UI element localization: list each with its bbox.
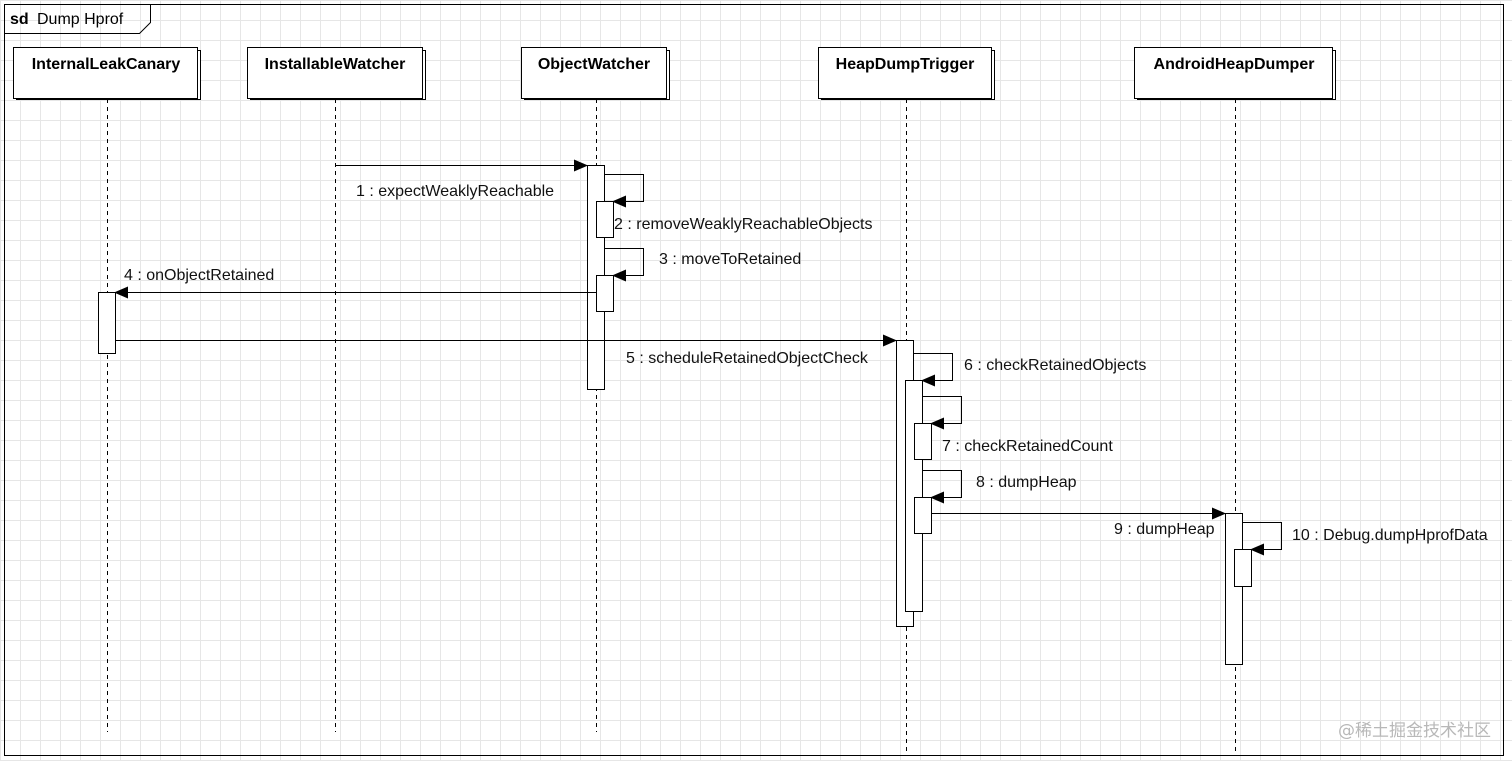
watermark: @稀土掘金技术社区 xyxy=(1338,721,1491,741)
svg-text:AndroidHeapDumper: AndroidHeapDumper xyxy=(1154,56,1315,73)
svg-text:InternalLeakCanary: InternalLeakCanary xyxy=(32,56,181,73)
message-2-arrow xyxy=(604,174,644,208)
message-3-label: 3 : moveToRetained xyxy=(659,251,801,268)
message-4-label: 4 : onObjectRetained xyxy=(124,267,274,284)
message-10-arrow xyxy=(1242,522,1282,556)
activation-heap-dump-trigger-nested-2 xyxy=(914,423,932,460)
participant-android-heap-dumper: AndroidHeapDumper xyxy=(1134,47,1336,100)
participant-object-watcher: ObjectWatcher xyxy=(521,47,670,100)
frame-border xyxy=(4,4,1504,756)
svg-text:HeapDumpTrigger: HeapDumpTrigger xyxy=(836,56,975,73)
activation-android-heap-dumper xyxy=(1225,513,1243,665)
activation-android-heap-dumper-nested xyxy=(1234,549,1252,587)
participant-installable-watcher: InstallableWatcher xyxy=(247,47,426,100)
participant-heap-dump-trigger: HeapDumpTrigger xyxy=(818,47,995,100)
activation-heap-dump-trigger-nested-1 xyxy=(905,380,923,612)
svg-text:InstallableWatcher: InstallableWatcher xyxy=(265,56,406,73)
frame-tab xyxy=(4,4,151,34)
frame-title: Dump Hprof xyxy=(37,11,124,28)
message-6-label: 6 : checkRetainedObjects xyxy=(964,357,1146,374)
frame-keyword: sd xyxy=(10,11,29,28)
message-10-label: 10 : Debug.dumpHprofData xyxy=(1292,527,1488,544)
message-3-arrow xyxy=(604,248,644,282)
svg-text:ObjectWatcher: ObjectWatcher xyxy=(538,56,650,73)
message-9-label: 9 : dumpHeap xyxy=(1114,521,1215,538)
message-8-arrow xyxy=(922,470,962,504)
activation-object-watcher-nested-2 xyxy=(596,275,614,312)
activation-heap-dump-trigger-nested-3 xyxy=(914,497,932,534)
message-5-label: 5 : scheduleRetainedObjectCheck xyxy=(626,350,869,367)
participant-internal-leak-canary: InternalLeakCanary xyxy=(13,47,201,100)
activation-internal-leak-canary xyxy=(98,292,116,354)
message-6-arrow xyxy=(913,353,953,387)
activation-object-watcher-nested-1 xyxy=(596,201,614,238)
message-2-label: 2 : removeWeaklyReachableObjects xyxy=(614,216,873,233)
message-1-label: 1 : expectWeaklyReachable xyxy=(356,183,554,200)
message-7-arrow xyxy=(922,396,962,430)
message-7-label: 7 : checkRetainedCount xyxy=(942,438,1113,455)
message-8-label: 8 : dumpHeap xyxy=(976,474,1077,491)
